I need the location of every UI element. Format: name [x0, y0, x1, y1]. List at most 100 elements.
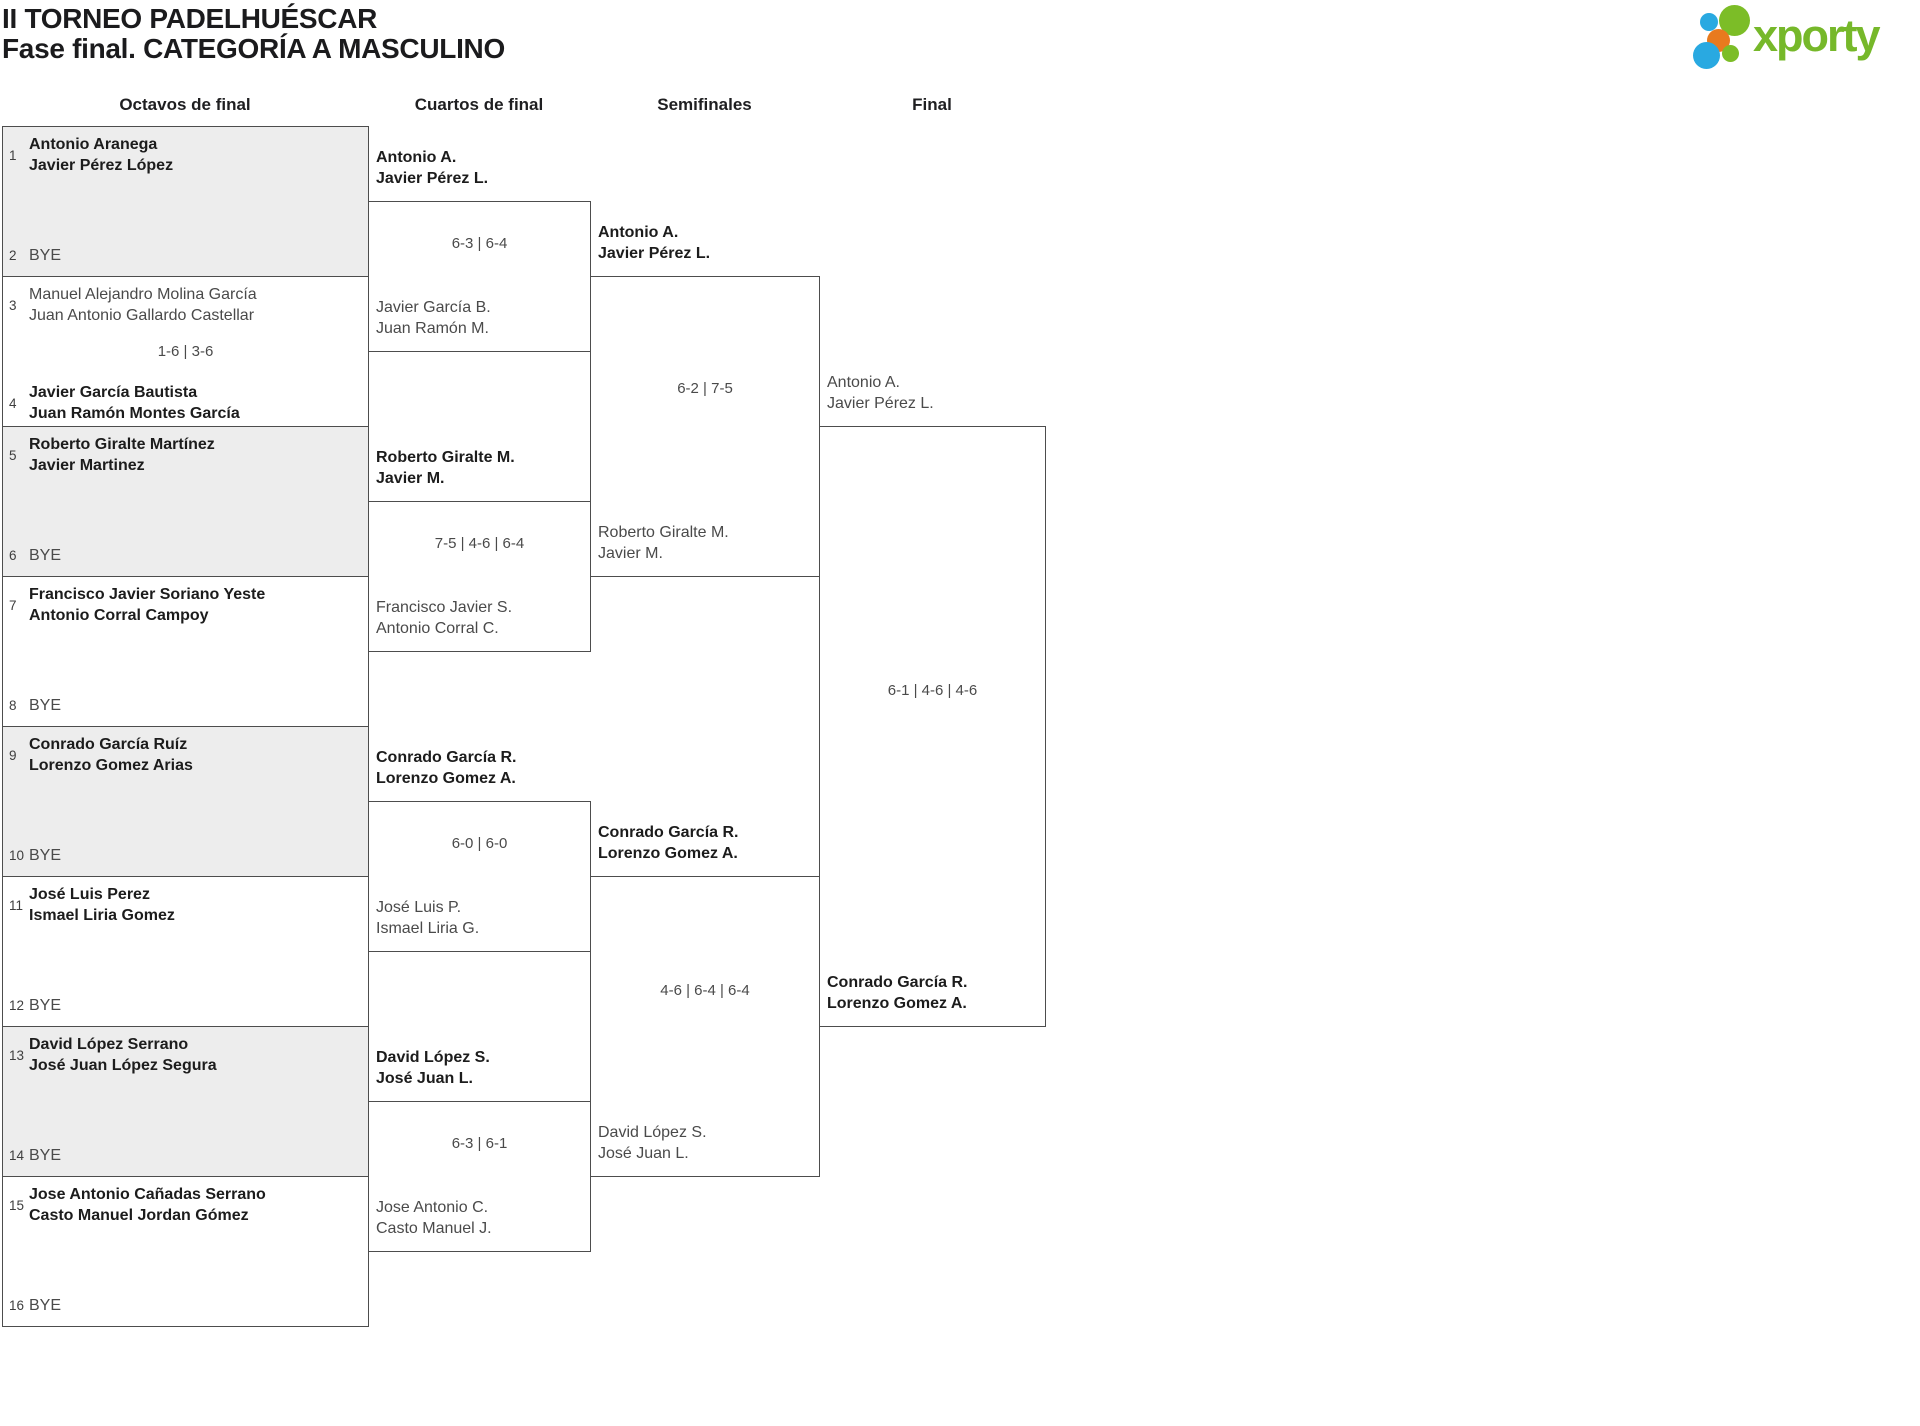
seed-number: 1 — [9, 147, 17, 163]
team-entry: 16 BYE — [9, 1295, 360, 1316]
seed-number: 5 — [9, 447, 17, 463]
player-name: David López Serrano — [29, 1036, 189, 1053]
qf2-top-team-label: Roberto Giralte M. Javier M. — [376, 447, 515, 489]
tournament-subtitle: Fase final. CATEGORÍA A MASCULINO — [2, 33, 505, 64]
round-header-cuartos: Cuartos de final — [414, 95, 544, 114]
team-name: Javier Pérez L. — [598, 245, 711, 262]
seed-number: 7 — [9, 597, 17, 613]
team-entry: 4 Javier García Bautista Juan Ramón Mont… — [9, 382, 360, 424]
qf1-top-team-label: Antonio A. Javier Pérez L. — [376, 147, 488, 189]
team-name: Jose Antonio C. — [376, 1199, 489, 1216]
sf1-score: 6-2 | 7-5 — [677, 380, 733, 397]
sf2-score: 4-6 | 6-4 | 6-4 — [660, 982, 750, 999]
team-entry: 7 Francisco Javier Soriano Yeste Antonio… — [9, 584, 360, 626]
seed-number: 16 — [9, 1298, 25, 1313]
seed-number: 8 — [9, 698, 17, 713]
qf3-bottom-team-label: José Luis P. Ismael Liria G. — [376, 897, 479, 939]
player-name: Javier García Bautista — [29, 384, 198, 401]
qf1-score: 6-3 | 6-4 — [451, 235, 508, 252]
seed-number: 10 — [9, 848, 25, 863]
bye-label: BYE — [29, 1297, 62, 1314]
team-name: Antonio A. — [376, 149, 457, 166]
team-name: Javier Pérez L. — [376, 170, 489, 187]
team-entry: 2 BYE — [9, 245, 360, 266]
round-header-final: Final — [912, 95, 952, 114]
team-name: David López S. — [598, 1124, 707, 1141]
qf3-top-team-label: Conrado García R. Lorenzo Gomez A. — [376, 747, 516, 789]
team-name: Conrado García R. — [376, 749, 517, 766]
team-entry: 1 Antonio Aranega Javier Pérez López — [9, 134, 360, 176]
r16-match-7-box: 13 David López Serrano José Juan López S… — [2, 1026, 369, 1177]
seed-number: 9 — [9, 747, 17, 763]
team-name: Casto Manuel J. — [376, 1220, 492, 1237]
player-name: Ismael Liria Gomez — [29, 907, 175, 924]
seed-number: 13 — [9, 1047, 25, 1063]
player-name: Casto Manuel Jordan Gómez — [29, 1207, 249, 1224]
team-name: Antonio A. — [827, 374, 900, 391]
qf2-bottom-team-label: Francisco Javier S. Antonio Corral C. — [376, 597, 512, 639]
team-name: Antonio Corral C. — [376, 620, 499, 637]
team-name: José Luis P. — [376, 899, 462, 916]
team-name: Roberto Giralte M. — [598, 524, 729, 541]
final-match-box — [819, 426, 1046, 1027]
player-name: Jose Antonio Cañadas Serrano — [29, 1186, 266, 1203]
seed-number: 14 — [9, 1148, 25, 1163]
round-header-octavos: Octavos de final — [119, 95, 251, 114]
seed-number: 4 — [9, 395, 17, 411]
player-name: Lorenzo Gomez Arias — [29, 757, 193, 774]
player-name: José Juan López Segura — [29, 1057, 217, 1074]
qf2-score: 7-5 | 4-6 | 6-4 — [434, 535, 525, 552]
team-entry: 6 BYE — [9, 545, 360, 566]
team-name: Juan Ramón M. — [376, 320, 489, 337]
final-top-team-label: Antonio A. Javier Pérez L. — [827, 372, 934, 414]
team-name: Ismael Liria G. — [376, 920, 480, 937]
page-title: II TORNEO PADELHUÉSCAR Fase final. CATEG… — [2, 4, 505, 64]
team-name: David López S. — [376, 1049, 490, 1066]
logo-dots-icon — [1689, 3, 1751, 69]
team-entry: 11 José Luis Perez Ismael Liria Gomez — [9, 884, 360, 926]
team-entry: 13 David López Serrano José Juan López S… — [9, 1034, 360, 1076]
team-name: Conrado García R. — [827, 974, 968, 991]
r16-match-6-box: 11 José Luis Perez Ismael Liria Gomez 12… — [2, 876, 369, 1027]
xporty-logo[interactable]: xporty — [1689, 3, 1881, 69]
sf2-bottom-team-label: David López S. José Juan L. — [598, 1122, 707, 1164]
bye-label: BYE — [29, 997, 62, 1014]
player-name: Juan Ramón Montes García — [29, 405, 240, 422]
team-name: Antonio A. — [598, 224, 679, 241]
qf4-top-team-label: David López S. José Juan L. — [376, 1047, 490, 1089]
team-entry: 5 Roberto Giralte Martínez Javier Martin… — [9, 434, 360, 476]
qf1-bottom-team-label: Javier García B. Juan Ramón M. — [376, 297, 491, 339]
team-name: Roberto Giralte M. — [376, 449, 515, 466]
qf4-bottom-team-label: Jose Antonio C. Casto Manuel J. — [376, 1197, 492, 1239]
round-header-semifinales: Semifinales — [657, 95, 752, 114]
team-name: Javier M. — [376, 470, 445, 487]
bye-label: BYE — [29, 697, 62, 714]
player-name: José Luis Perez — [29, 886, 150, 903]
player-name: Javier Pérez López — [29, 157, 174, 174]
r16-match-5-box: 9 Conrado García Ruíz Lorenzo Gomez Aria… — [2, 726, 369, 877]
r16-match-1-box: 1 Antonio Aranega Javier Pérez López 2 B… — [2, 126, 369, 277]
bye-label: BYE — [29, 1147, 62, 1164]
bye-label: BYE — [29, 847, 62, 864]
match-score: 1-6 | 3-6 — [157, 343, 214, 360]
player-name: Manuel Alejandro Molina García — [29, 286, 257, 303]
team-entry: 9 Conrado García Ruíz Lorenzo Gomez Aria… — [9, 734, 360, 776]
team-name: Lorenzo Gomez A. — [598, 845, 738, 862]
logo-dot-blue-large — [1693, 42, 1720, 69]
seed-number: 2 — [9, 248, 17, 263]
player-name: Antonio Corral Campoy — [29, 607, 209, 624]
seed-number: 6 — [9, 548, 17, 563]
team-name: Conrado García R. — [598, 824, 739, 841]
team-name: José Juan L. — [598, 1145, 689, 1162]
logo-dot-blue-small — [1700, 13, 1718, 31]
team-name: José Juan L. — [376, 1070, 473, 1087]
bye-label: BYE — [29, 547, 62, 564]
seed-number: 15 — [9, 1197, 25, 1213]
logo-dot-green-small — [1722, 45, 1739, 62]
team-name: Javier M. — [598, 545, 663, 562]
sf1-top-team-label: Antonio A. Javier Pérez L. — [598, 222, 710, 264]
team-entry: 15 Jose Antonio Cañadas Serrano Casto Ma… — [9, 1184, 360, 1226]
seed-number: 3 — [9, 297, 17, 313]
bye-label: BYE — [29, 247, 62, 264]
logo-wordmark: xporty — [1753, 9, 1881, 61]
